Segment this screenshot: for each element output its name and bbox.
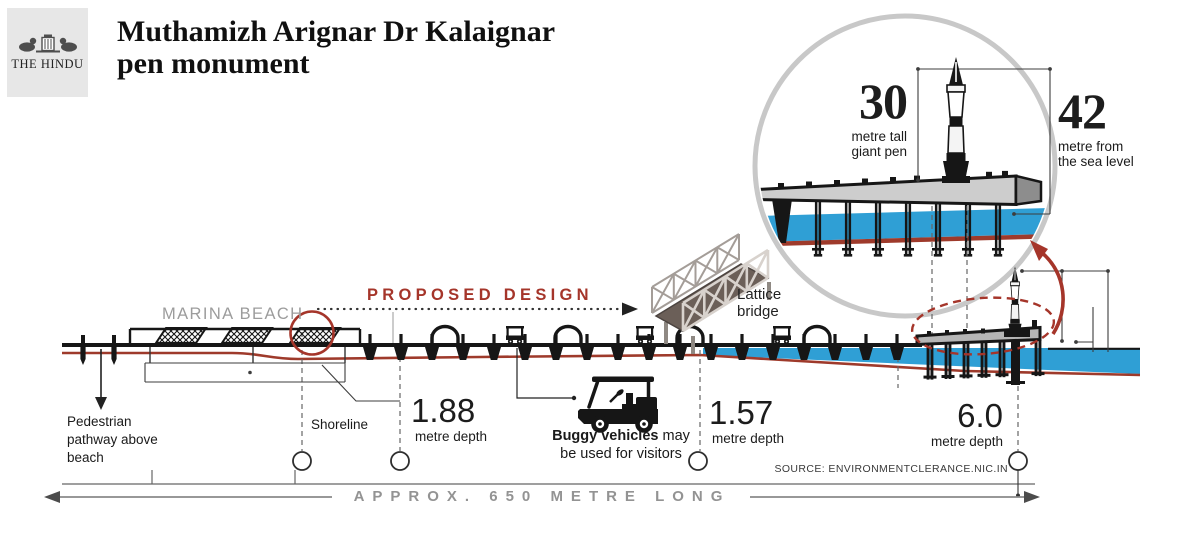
- logo-text: THE HINDU: [11, 57, 84, 71]
- beach-hatch-blocks: [155, 327, 341, 344]
- pen-monument-small-icon: [1007, 266, 1023, 337]
- marina-beach-label: MARINA BEACH: [162, 305, 304, 323]
- monument-highlight-ellipse: [910, 296, 1056, 356]
- lattice-bridge-label: Lattice bridge: [737, 286, 782, 321]
- length-arrow: [44, 491, 1040, 503]
- buggy-note: Buggy vehicles may be used for visitors: [552, 428, 690, 463]
- proposed-design-arrow: [316, 302, 638, 343]
- pen-height-value: 30: [859, 73, 908, 129]
- sea-water: [703, 347, 1140, 374]
- depth-unit: metre depth: [712, 431, 785, 446]
- hindu-crest-icon: [18, 34, 77, 53]
- buggy-leader-line: [516, 348, 577, 401]
- magnify-arrow: [1030, 240, 1065, 335]
- buggy-note-rest: may be used for visitors: [560, 428, 690, 462]
- inset-dimension-brackets: [916, 67, 1052, 216]
- buggy-icon: [578, 376, 658, 433]
- pedestrian-arrow: [95, 349, 107, 410]
- page-title: Muthamizh Arignar Dr Kalaignar pen monum…: [117, 15, 555, 81]
- depth-callout-1: 1.88 metre depth: [411, 394, 506, 444]
- sea-height-value: 42: [1058, 83, 1107, 139]
- depth-value: 1.57: [709, 394, 774, 431]
- depth-callout-2: 1.57 metre depth: [709, 396, 804, 446]
- pathway-posts: [80, 335, 117, 365]
- pen-height-callout: 30 metre tall giant pen: [791, 73, 908, 160]
- sea-height-callout: 42 metre from the sea level: [1058, 83, 1140, 170]
- sea-height-label: metre from the sea level: [1058, 138, 1134, 170]
- pen-height-label: metre tall giant pen: [851, 128, 907, 160]
- depth-unit: metre depth: [930, 434, 1003, 449]
- depth-callout-3: 6.0 metre depth: [916, 399, 1003, 449]
- survey-marker-circles: [292, 451, 1028, 471]
- depth-value: 1.88: [411, 392, 476, 429]
- depth-value: 6.0: [957, 397, 1003, 434]
- depth-unit: metre depth: [415, 429, 488, 444]
- magnifier-inset: [752, 13, 1058, 319]
- buggy-note-bold: Buggy vehicles: [552, 428, 659, 444]
- pedestrian-pathway-label: Pedestrian pathway above beach: [67, 414, 158, 465]
- shoreline-label: Shoreline: [311, 417, 369, 432]
- monument-pier: [915, 266, 1045, 385]
- inset-connector-lines: [931, 206, 968, 340]
- baseline-scale: [62, 470, 1035, 498]
- proposed-design-label: PROPOSED DESIGN: [367, 286, 593, 304]
- lattice-bridge-icon: [651, 233, 771, 354]
- beach-highlight-circle: [289, 310, 335, 356]
- source-credit: SOURCE: ENVIRONMENTCLERANCE.NIC.IN: [774, 463, 1008, 475]
- hindu-logo: THE HINDU: [7, 8, 88, 97]
- scale-label: APPROX. 650 METRE LONG: [353, 488, 731, 505]
- dimension-box-beach: [144, 362, 400, 402]
- beach-platform: [128, 327, 362, 363]
- deck-arches: [430, 324, 832, 346]
